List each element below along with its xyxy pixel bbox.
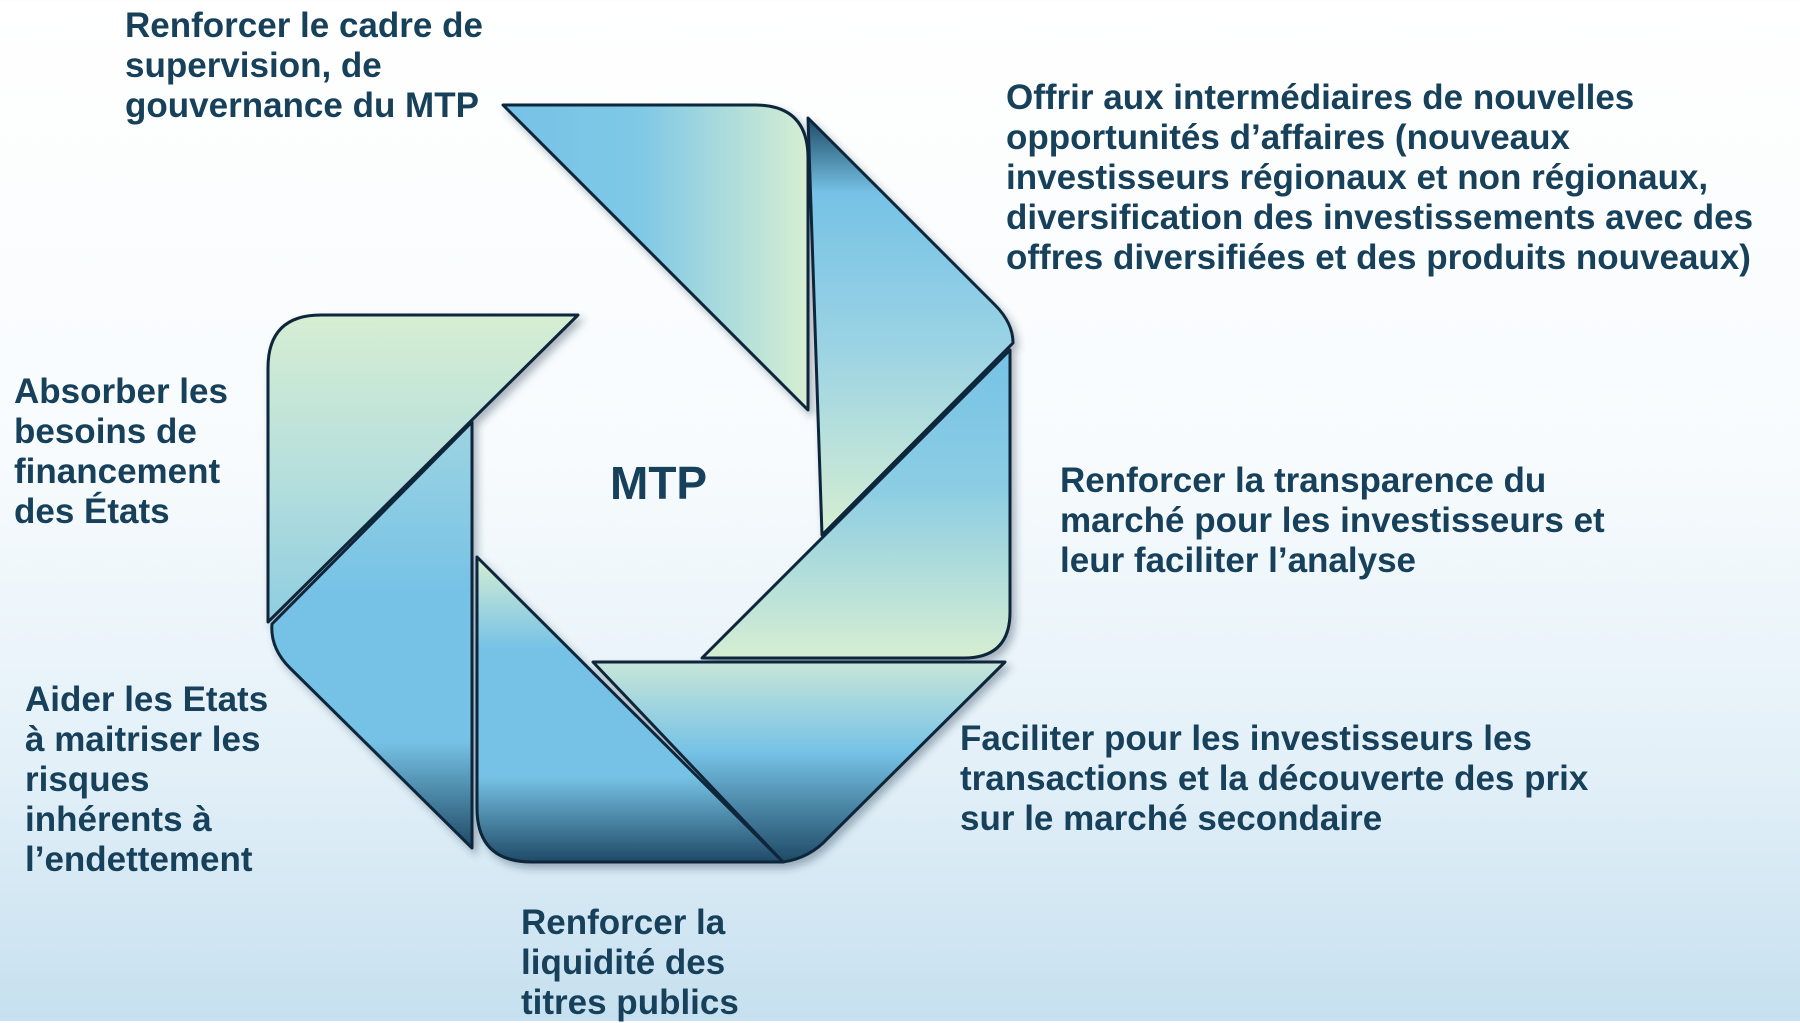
- label-line: des États: [14, 492, 170, 531]
- label-line: risques: [25, 760, 150, 799]
- label-line: besoins de: [14, 412, 197, 451]
- label-line: Faciliter pour les investisseurs les: [960, 719, 1532, 758]
- label-line: diversification des investissements avec…: [1006, 198, 1754, 237]
- label-intermediaires: Offrir aux intermédiaires de nouvelles o…: [1006, 78, 1753, 278]
- label-line: Aider les Etats: [25, 680, 269, 719]
- label-financement: Absorber les besoins de financement des …: [14, 372, 228, 532]
- label-line: Renforcer la transparence du: [1060, 461, 1547, 500]
- label-line: Absorber les: [14, 372, 228, 411]
- label-line: à maitriser les: [25, 720, 261, 759]
- center-label-mtp: MTP: [610, 457, 708, 509]
- label-line: investisseurs régionaux et non régionaux…: [1006, 158, 1709, 197]
- label-line: financement: [14, 452, 221, 491]
- label-line: Renforcer la: [521, 903, 726, 942]
- label-line: opportunités d’affaires (nouveaux: [1006, 118, 1570, 157]
- cycle-segment-right: [700, 348, 1012, 660]
- cycle-segment-bottom-left: [270, 420, 474, 850]
- cycle-segment-top-right: [806, 116, 1015, 537]
- label-line: sur le marché secondaire: [960, 799, 1383, 838]
- label-line: liquidité des: [521, 943, 726, 982]
- label-line: offres diversifiées et des produits nouv…: [1006, 238, 1751, 277]
- label-line: l’endettement: [25, 840, 253, 879]
- label-line: Offrir aux intermédiaires de nouvelles: [1006, 78, 1635, 117]
- cycle-segment-bottom: [475, 555, 785, 864]
- label-liquidite: Renforcer la liquidité des titres public…: [521, 903, 739, 1023]
- label-line: supervision, de: [125, 46, 382, 85]
- label-line: marché pour les investisseurs et: [1060, 501, 1605, 540]
- label-line: Renforcer le cadre de: [125, 6, 483, 45]
- label-line: transactions et la découverte des prix: [960, 759, 1589, 798]
- label-transparence: Renforcer la transparence du marché pour…: [1060, 461, 1605, 581]
- label-line: inhérents à: [25, 800, 212, 839]
- cycle-segment-left: [266, 313, 580, 624]
- label-risques: Aider les Etats à maitriser les risques …: [25, 680, 268, 880]
- label-line: titres publics: [521, 983, 739, 1022]
- label-line: gouvernance du MTP: [125, 86, 479, 125]
- label-supervision: Renforcer le cadre de supervision, de go…: [125, 6, 483, 126]
- cycle-segment-top: [501, 103, 810, 412]
- label-line: leur faciliter l’analyse: [1060, 541, 1417, 580]
- label-transactions: Faciliter pour les investisseurs les tra…: [960, 719, 1588, 839]
